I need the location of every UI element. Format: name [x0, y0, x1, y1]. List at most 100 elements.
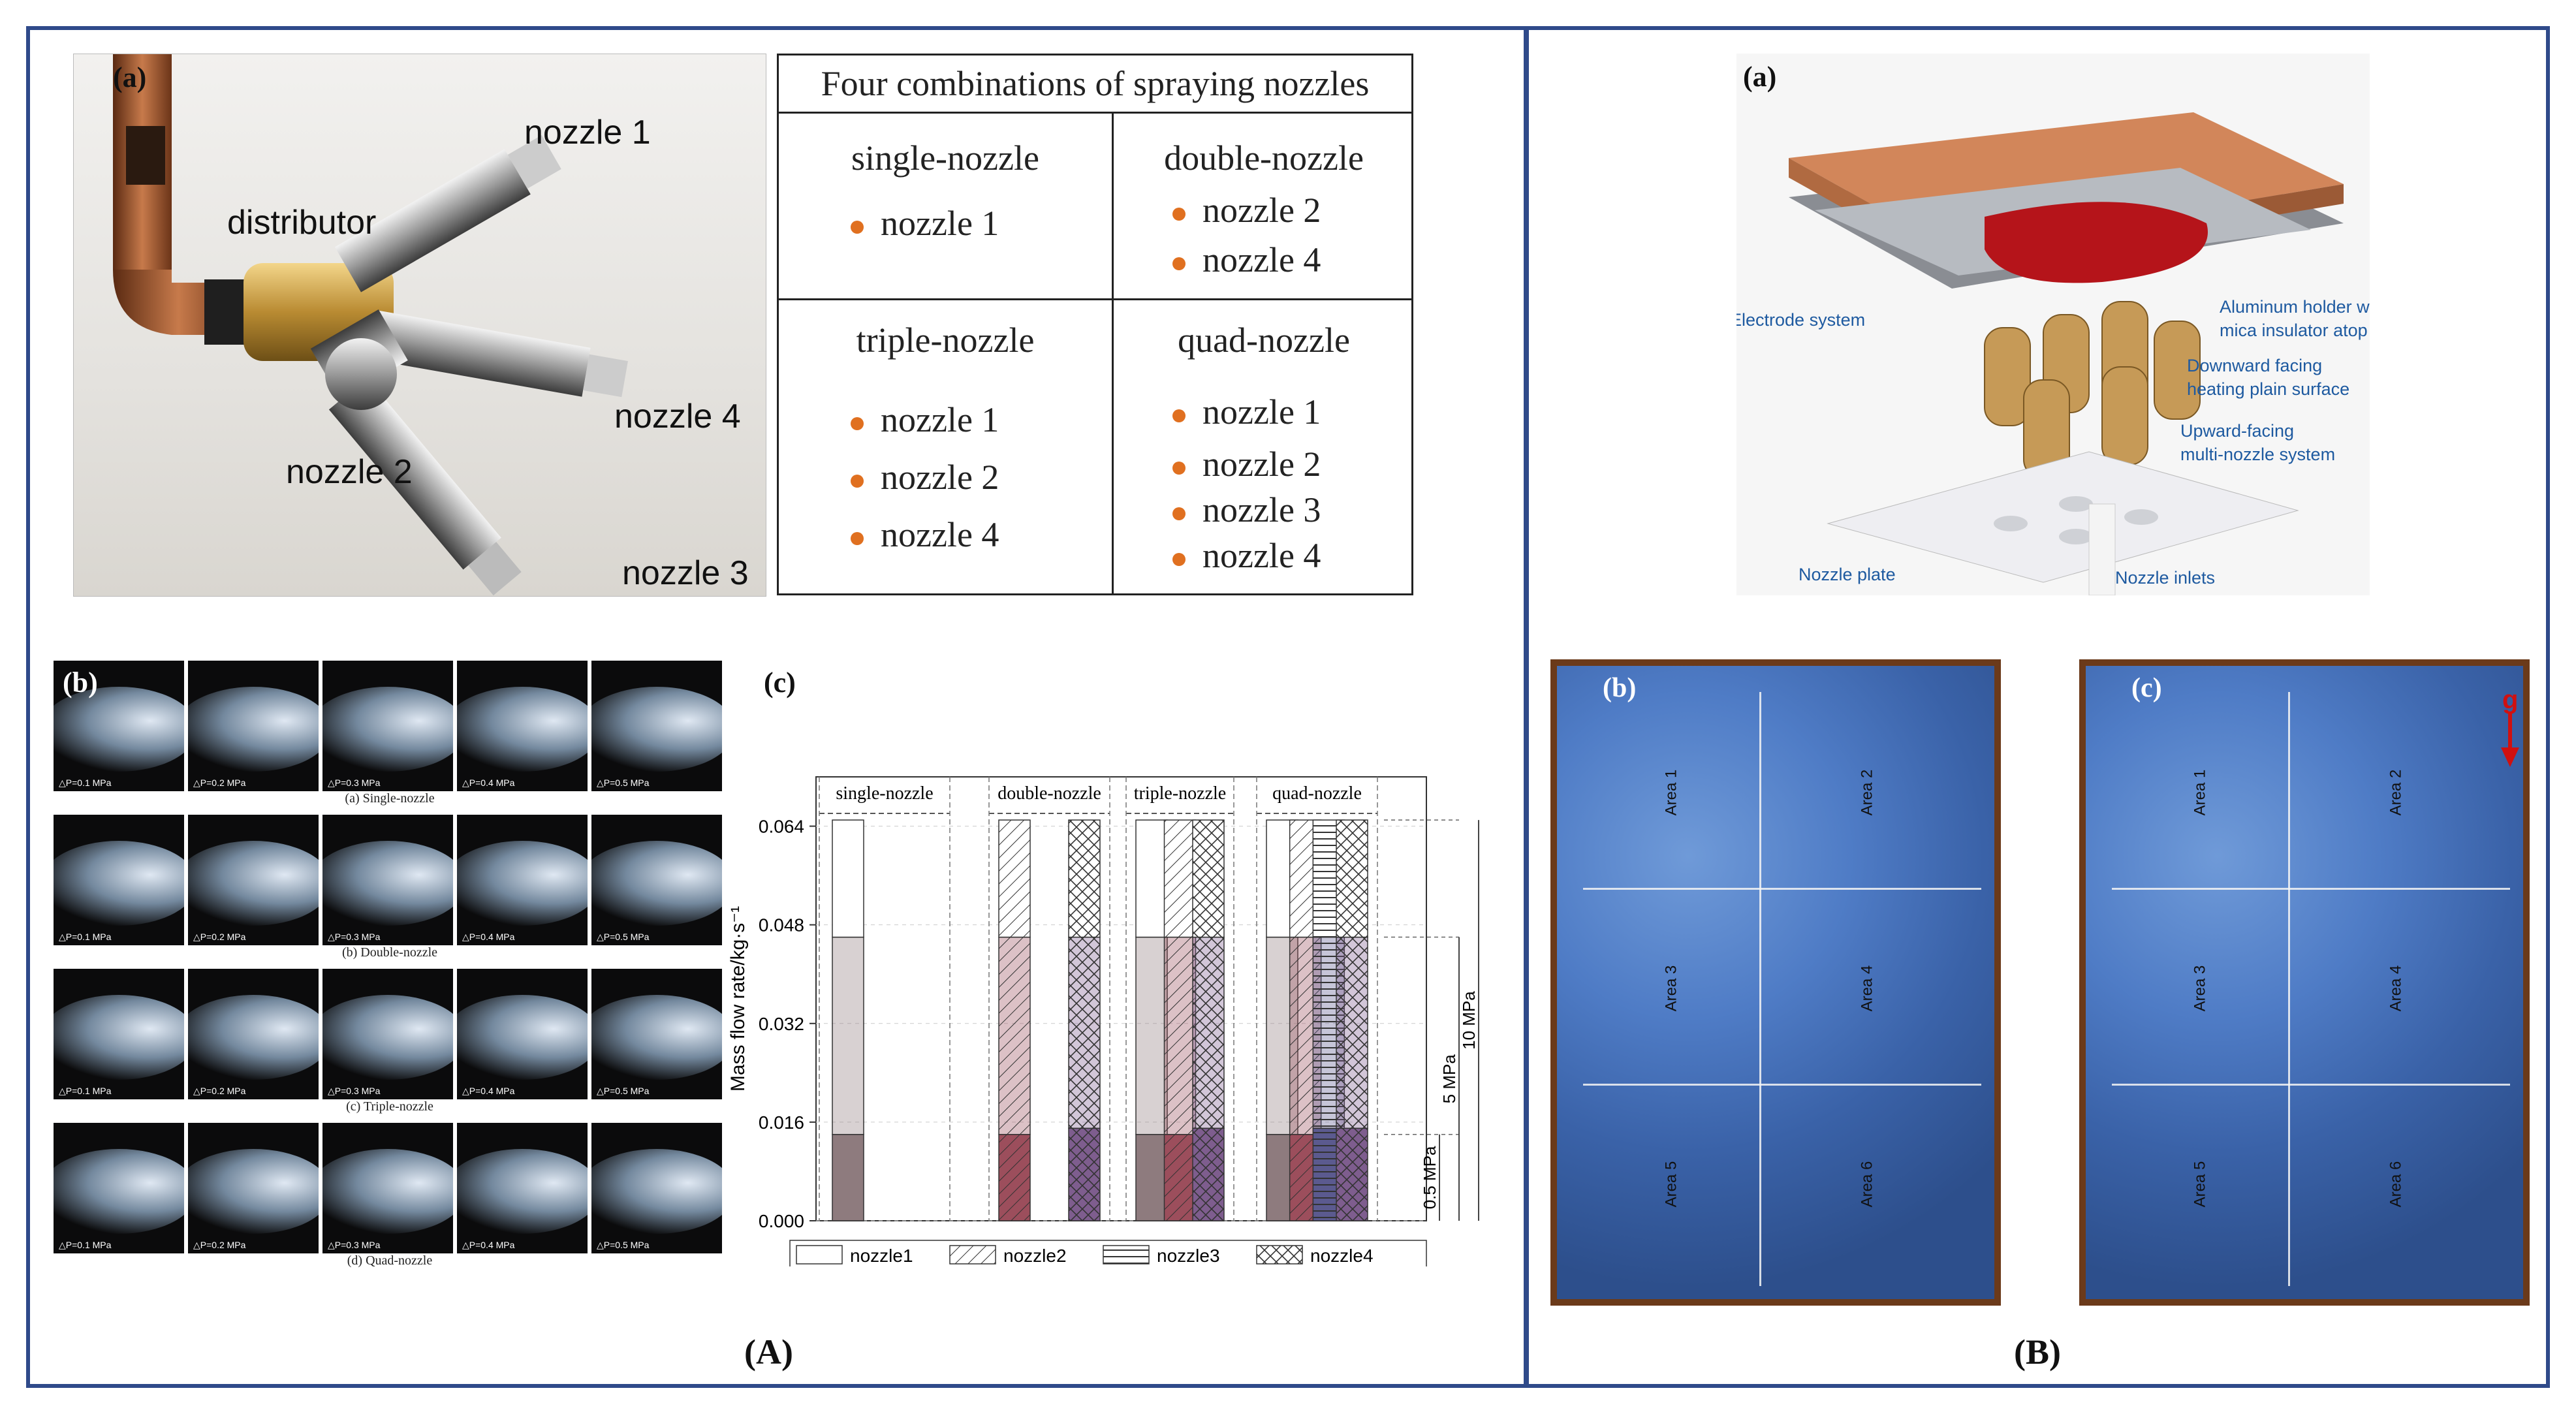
grid-line — [1583, 1084, 1981, 1086]
area-3-label: Area 3 — [1662, 965, 1680, 1012]
label-nozzle-plate: Nozzle plate — [1798, 565, 1896, 584]
spray-plume — [457, 841, 588, 926]
list-item: nozzle 2 — [1172, 190, 1321, 230]
cell-quad: quad-nozzle nozzle 1 nozzle 2 nozzle 3 n… — [1114, 300, 1414, 597]
area-2-label: Area 2 — [2387, 769, 2405, 816]
legend-hatch — [1103, 1246, 1149, 1264]
spray-frame: △P=0.3 MPa — [322, 1123, 453, 1253]
spray-plume — [322, 841, 453, 926]
area-4-label: Area 4 — [2387, 965, 2405, 1012]
spray-row: △P=0.1 MPa△P=0.2 MPa△P=0.3 MPa△P=0.4 MPa… — [54, 815, 726, 960]
panel-B-frame — [1525, 26, 2550, 1388]
panel-A-label: (A) — [744, 1332, 793, 1372]
spray-frame: △P=0.3 MPa — [322, 815, 453, 945]
spray-frame: △P=0.3 MPa — [322, 661, 453, 791]
spray-frame: △P=0.2 MPa — [188, 661, 319, 791]
label-nozzle-4: nozzle 4 — [614, 398, 741, 435]
spray-frame: △P=0.4 MPa — [457, 815, 588, 945]
bullet-dot — [1172, 507, 1186, 520]
table-divider-v — [1112, 112, 1114, 595]
spray-row-caption: (d) Quad-nozzle — [347, 1253, 433, 1268]
bar-segment-5mpa — [832, 936, 864, 1135]
pressure-label: △P=0.3 MPa — [328, 778, 381, 788]
pressure-level-label: 5 MPa — [1439, 1054, 1459, 1104]
list-item: nozzle 1 — [851, 203, 999, 244]
bar-segment-0.5mpa — [1135, 1134, 1168, 1221]
pressure-label: △P=0.1 MPa — [59, 932, 112, 942]
y-tick-label: 0.064 — [759, 817, 804, 837]
list-item: nozzle 4 — [851, 514, 999, 555]
group-label: single-nozzle — [836, 783, 933, 804]
pressure-label: △P=0.4 MPa — [462, 1240, 515, 1250]
grid-line — [1759, 692, 1761, 1286]
nozzle-assembly-drawing — [113, 54, 628, 596]
cell-double-title: double-nozzle — [1164, 138, 1364, 178]
spray-plume — [591, 1149, 722, 1234]
spray-plume — [591, 841, 722, 926]
spray-plume — [591, 687, 722, 772]
area-2-label: Area 2 — [1858, 769, 1876, 816]
bullet-dot — [1172, 409, 1186, 422]
pressure-level-label: 0.5 MPa — [1420, 1146, 1439, 1209]
area-6-label: Area 6 — [2387, 1161, 2405, 1208]
cell-single: single-nozzle nozzle 1 — [779, 112, 1112, 298]
spray-frame: △P=0.2 MPa — [188, 969, 319, 1099]
cell-triple-title: triple-nozzle — [856, 321, 1035, 360]
group-label: triple-nozzle — [1134, 783, 1226, 804]
spray-plume — [54, 1149, 184, 1234]
list-item: nozzle 2 — [1172, 444, 1321, 484]
chart-tag: (c) — [764, 667, 796, 699]
spray-frame: △P=0.1 MPa — [54, 1123, 184, 1253]
bullet-dot — [851, 220, 864, 234]
spray-row: △P=0.1 MPa△P=0.2 MPa△P=0.3 MPa△P=0.4 MPa… — [54, 969, 726, 1114]
pressure-label: △P=0.3 MPa — [328, 932, 381, 942]
list-item: nozzle 4 — [1172, 535, 1321, 576]
label-electrode-system: Electrode system — [1736, 310, 1866, 330]
group-label: quad-nozzle — [1272, 783, 1362, 804]
cell-single-title: single-nozzle — [851, 138, 1039, 178]
spray-plume — [54, 995, 184, 1080]
pressure-label: △P=0.4 MPa — [462, 778, 515, 788]
pressure-label: △P=0.5 MPa — [597, 932, 650, 942]
spray-frame: △P=0.5 MPa — [591, 815, 722, 945]
pressure-label: △P=0.2 MPa — [193, 778, 246, 788]
bar-segment-0.5mpa — [832, 1134, 864, 1221]
spray-frame: △P=0.5 MPa — [591, 969, 722, 1099]
grid-line — [2112, 888, 2510, 890]
spray-plume — [457, 1149, 588, 1234]
flow-image-b: (b) Area 1 Area 2 Area 3 Area 4 Area 5 A… — [1550, 659, 2001, 1306]
pressure-label: △P=0.5 MPa — [597, 1086, 650, 1096]
render-3d: (a) Electrode system Aluminum holder wit… — [1736, 54, 2370, 595]
pressure-label: △P=0.2 MPa — [193, 1086, 246, 1096]
gravity-label: g — [2502, 685, 2519, 714]
label-nozzle-1: nozzle 1 — [524, 114, 651, 151]
bar-hatch — [1164, 820, 1196, 1221]
bullet-dot — [1172, 257, 1186, 270]
area-3-label: Area 3 — [2191, 965, 2209, 1012]
table-divider-h — [779, 298, 1411, 300]
photo-tag: (a) — [113, 61, 147, 93]
bar-hatch — [1193, 820, 1224, 1221]
spray-plume — [188, 841, 319, 926]
bullet-dot — [1172, 461, 1186, 475]
spray-row-caption: (a) Single-nozzle — [345, 791, 435, 806]
spray-frame: △P=0.1 MPa — [54, 661, 184, 791]
table-title: Four combinations of spraying nozzles — [779, 55, 1411, 114]
pressure-label: △P=0.1 MPa — [59, 1240, 112, 1250]
spray-frame: △P=0.4 MPa — [457, 1123, 588, 1253]
bar-hatch — [1336, 820, 1368, 1221]
spray-plume — [591, 995, 722, 1080]
label-nozzle-2: nozzle 2 — [286, 453, 413, 491]
bullet-dot — [851, 416, 864, 430]
legend-label: nozzle3 — [1157, 1246, 1220, 1266]
spray-plume — [322, 1149, 453, 1234]
flow-c-tag: (c) — [2131, 673, 2162, 703]
cell-triple: triple-nozzle nozzle 1 nozzle 2 nozzle 4 — [779, 300, 1112, 597]
spray-frame: △P=0.1 MPa — [54, 969, 184, 1099]
bullet-dot — [851, 474, 864, 488]
grid-line — [2112, 1084, 2510, 1086]
bar-segment-10mpa — [1135, 819, 1168, 938]
area-4-label: Area 4 — [1858, 965, 1876, 1012]
grid-line — [1583, 888, 1981, 890]
